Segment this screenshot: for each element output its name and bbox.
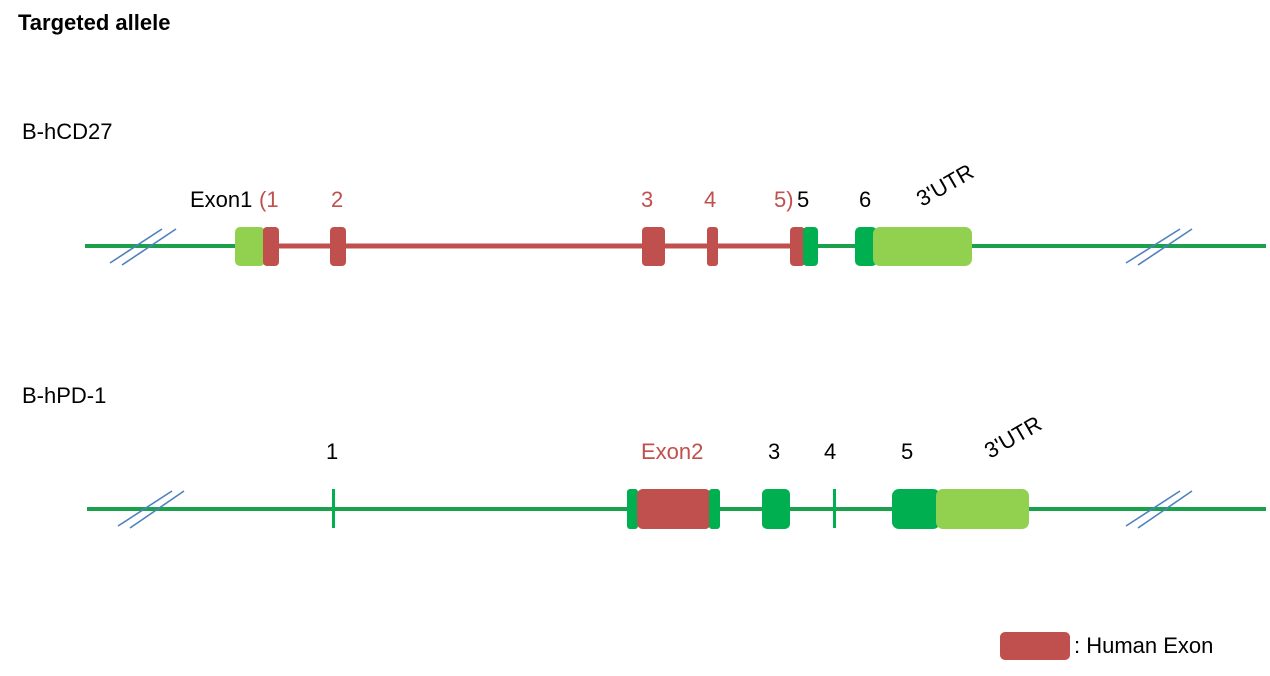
label-exon-4: 4 [824,439,836,464]
label-3utr: 3'UTR [912,159,978,211]
legend: : Human Exon [1000,631,1213,661]
label-exon-1: 1 [326,439,338,464]
label-exon-5: 5 [901,439,913,464]
mouse-exon-2-left-flank [627,489,638,529]
mouse-exon-2-right-flank [709,489,720,529]
page-title: Targeted allele [18,10,171,35]
mouse-exon-4 [833,489,836,528]
break-mark-left [109,228,177,266]
human-exon-1 [263,227,279,266]
break-mark-right [1125,228,1193,266]
label-exon1: Exon1 [190,187,252,212]
track-name-b-hcd27: B-hCD27 [22,119,113,144]
mouse-exon-5 [892,489,940,529]
label-exon-6: 6 [859,187,871,212]
label-human-5: 5) [774,187,794,212]
track-name-b-hpd-1: B-hPD-1 [22,383,107,408]
mouse-exon-1 [332,489,335,528]
utr-5prime-block [235,227,265,266]
human-exon-2 [330,227,346,266]
track-b-hcd27: Exon1 (1 2 3 4 5) 5 6 3'UTR [85,159,1266,266]
track-b-hpd-1: 1 Exon2 3 4 5 3'UTR [87,411,1266,529]
label-human-3: 3 [641,187,653,212]
mouse-exon-5 [803,227,818,266]
mouse-exon-3 [762,489,790,529]
break-mark-right [1125,490,1193,529]
legend-human-exon-swatch [1000,632,1070,660]
break-mark-left [117,490,185,529]
mouse-exon-6 [855,227,877,266]
label-exon-3: 3 [768,439,780,464]
label-3utr: 3'UTR [980,411,1046,463]
label-exon2: Exon2 [641,439,703,464]
human-exon-4 [707,227,718,266]
label-exon-5: 5 [797,187,809,212]
human-exon-5 [790,227,805,266]
human-exon-3 [642,227,665,266]
utr-3prime-block [873,227,972,266]
label-human-2: 2 [331,187,343,212]
label-human-1: (1 [259,187,279,212]
label-human-4: 4 [704,187,716,212]
utr-3prime-block [936,489,1029,529]
legend-label: : Human Exon [1074,633,1214,658]
human-exon-2 [637,489,711,529]
